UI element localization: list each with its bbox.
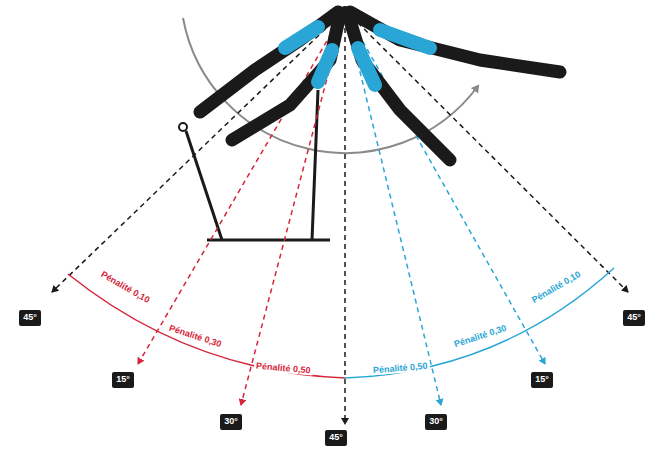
angle-value: 45° [627, 312, 641, 322]
angle-value: 30° [429, 416, 443, 426]
angle-value: 30° [224, 416, 238, 426]
angle-value: 15° [116, 374, 130, 384]
angle-box: 45° [19, 310, 41, 326]
angle-box: 30° [220, 414, 242, 430]
angle-value: 45° [23, 312, 37, 322]
angle-box: 15° [112, 372, 134, 388]
angle-value: 15° [535, 374, 549, 384]
penalty-label: Pénalité 0,30 [451, 322, 510, 350]
angle-box: 45° [623, 310, 645, 326]
penalty-label: Pénalité 0,10 [97, 268, 153, 306]
penalty-label: Pénalité 0,30 [166, 322, 225, 350]
angle-value: 45° [329, 432, 343, 442]
penalty-label: Pénalité 0,10 [528, 268, 584, 306]
angle-box: 45° [325, 430, 347, 446]
penalty-label: Pénalité 0,50 [370, 360, 429, 375]
angle-box: 30° [425, 414, 447, 430]
penalty-label: Pénalité 0,50 [253, 360, 312, 375]
angle-box: 15° [531, 372, 553, 388]
